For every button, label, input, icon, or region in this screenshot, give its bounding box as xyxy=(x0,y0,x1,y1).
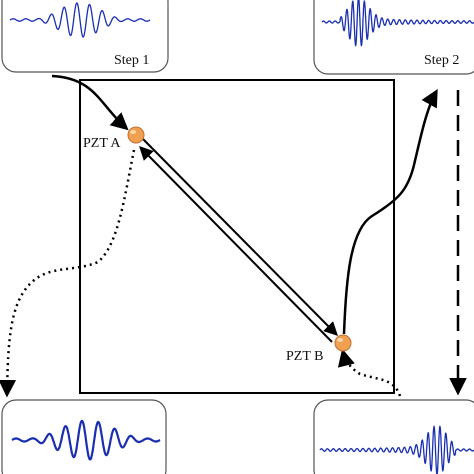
signal-tone-burst-top xyxy=(9,2,151,38)
signal-response-bottom xyxy=(319,425,474,474)
pzt-b-sensor xyxy=(334,334,352,352)
step1-label: Step 1 xyxy=(114,53,149,68)
signal-tone-burst-bottom xyxy=(11,419,161,461)
panel-bottom-right xyxy=(313,399,474,474)
plate xyxy=(79,79,395,394)
panel-bottom-left xyxy=(1,399,167,474)
pzt-a-sensor xyxy=(127,126,145,144)
panel-step2: Step 2 xyxy=(313,0,474,75)
arrow-pzt-a-to-bottom-left xyxy=(0,149,136,398)
arrow-step1-to-pzt-a xyxy=(51,74,129,131)
path-b-to-a xyxy=(139,146,333,343)
signal-response-top xyxy=(321,0,474,47)
panel-step1: Step 1 xyxy=(1,0,169,73)
step2-label: Step 2 xyxy=(424,53,459,68)
arrow-bottom-right-to-pzt-b xyxy=(337,348,402,397)
arrow-pzt-b-to-step2 xyxy=(342,88,438,335)
pzt-a-label: PZT A xyxy=(83,136,121,151)
path-a-to-b xyxy=(141,137,338,336)
pzt-b-label: PZT B xyxy=(286,349,323,364)
